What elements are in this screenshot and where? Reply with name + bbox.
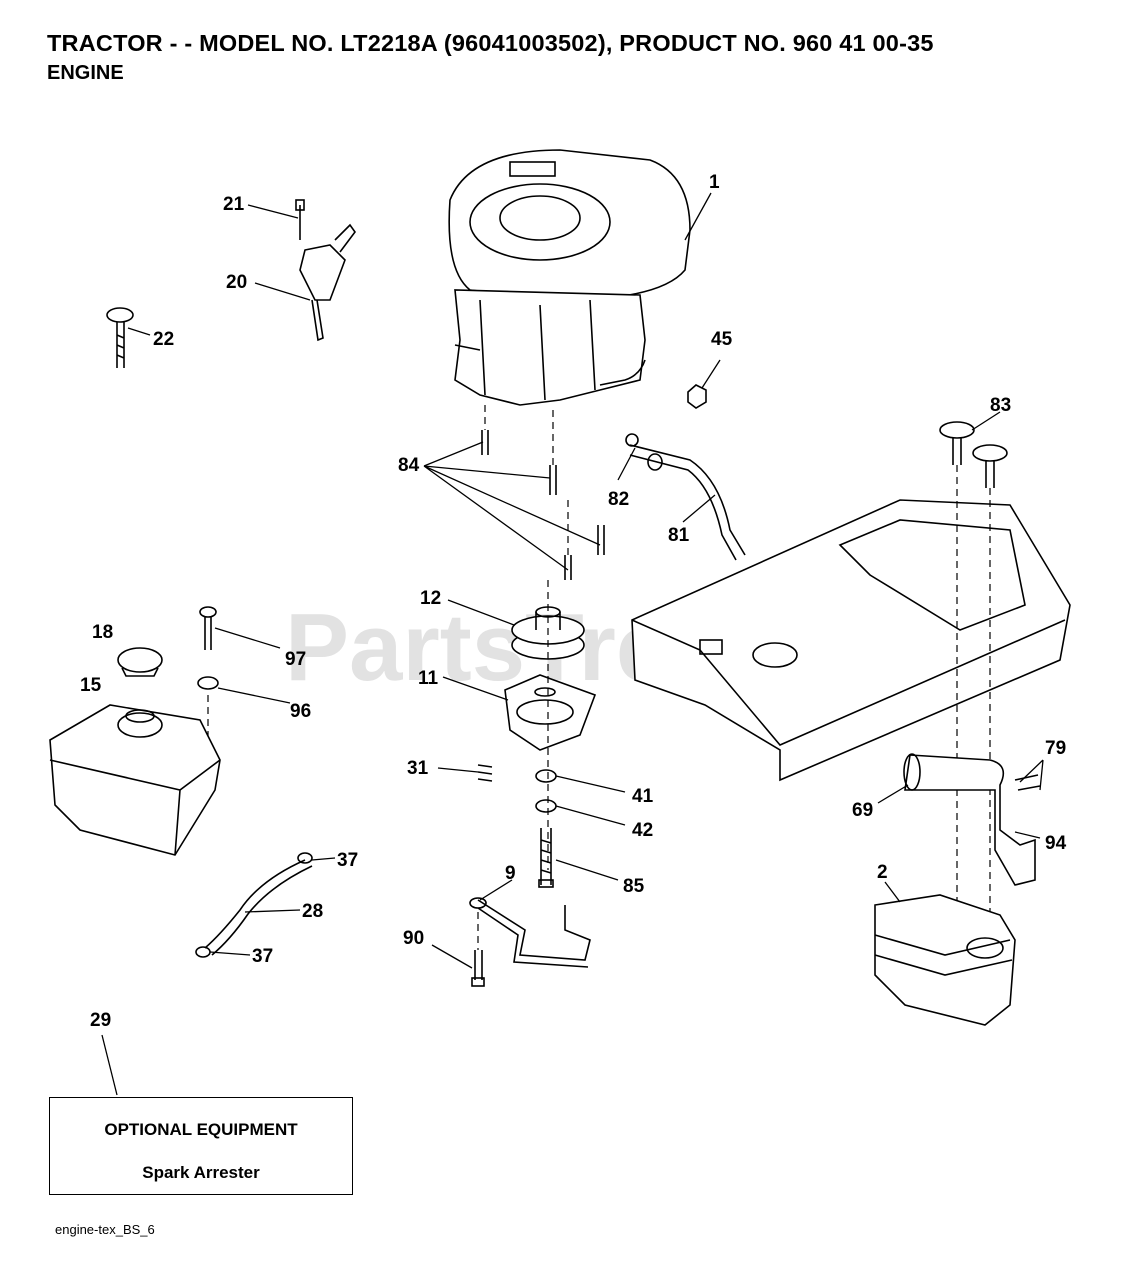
callout-label: 97	[285, 649, 306, 670]
callout-labels: 1 21 20 22 45 83 84 82 81 12 18 97 15 96…	[80, 172, 1067, 1031]
section-title: ENGINE	[47, 62, 124, 84]
callout-label: 90	[403, 928, 424, 949]
optional-equipment-box: OPTIONAL EQUIPMENT Spark Arrester	[49, 1097, 353, 1195]
callout-label: 82	[608, 489, 629, 510]
callout-label: 31	[407, 758, 429, 779]
leader-lines	[101, 192, 1044, 1096]
callout-label: 81	[668, 525, 690, 546]
engine-drawing	[448, 149, 691, 406]
nut-45-drawing	[687, 384, 707, 409]
callout-label: 20	[226, 272, 247, 293]
callout-label: 15	[80, 675, 102, 696]
callout-label: 83	[990, 395, 1011, 416]
callout-label: 18	[92, 622, 113, 643]
bolts-83-drawing	[939, 421, 1008, 940]
fuel-cap-18-drawing	[117, 647, 163, 677]
bracket-9-drawing	[469, 897, 591, 987]
callout-label: 29	[90, 1010, 111, 1031]
spring-31-drawing	[477, 764, 493, 782]
callout-label: 84	[398, 455, 420, 476]
fuel-line-28-drawing	[195, 852, 313, 958]
callout-label: 1	[709, 172, 720, 193]
callout-label: 21	[223, 194, 245, 215]
clutch-11-drawing	[504, 674, 597, 751]
callout-label: 96	[290, 701, 311, 722]
throttle-control-drawing	[295, 199, 356, 342]
callout-label: 41	[632, 786, 654, 807]
optional-equipment-item: Spark Arrester	[142, 1163, 260, 1182]
callout-label: 37	[252, 946, 273, 967]
callout-label: 85	[623, 876, 645, 897]
callout-label: 79	[1045, 738, 1066, 759]
page-title: TRACTOR - - MODEL NO. LT2218A (960410035…	[47, 30, 934, 56]
callout-label: 45	[711, 329, 733, 350]
screws-84-drawing	[481, 405, 605, 580]
exhaust-pipe-drawing	[903, 753, 1041, 886]
callout-label: 28	[302, 901, 323, 922]
bolt-22-drawing	[106, 307, 134, 368]
callout-label: 42	[632, 820, 653, 841]
fuel-line-81-drawing	[625, 433, 746, 561]
drawing-reference: engine-tex_BS_6	[55, 1222, 155, 1237]
callout-label: 94	[1045, 833, 1067, 854]
fuel-tank-15-drawing	[49, 704, 221, 856]
optional-equipment-title: OPTIONAL EQUIPMENT	[104, 1120, 298, 1139]
washers-bolt-drawing	[535, 769, 557, 888]
callout-label: 2	[877, 862, 888, 883]
callout-label: 9	[505, 863, 516, 884]
callout-label: 22	[153, 329, 174, 350]
callout-label: 37	[337, 850, 358, 871]
tractor-frame-drawing	[631, 499, 1071, 782]
callout-label: 69	[852, 800, 873, 821]
callout-label: 12	[420, 588, 441, 609]
muffler-2-drawing	[874, 894, 1016, 1026]
callout-label: 11	[418, 668, 439, 689]
